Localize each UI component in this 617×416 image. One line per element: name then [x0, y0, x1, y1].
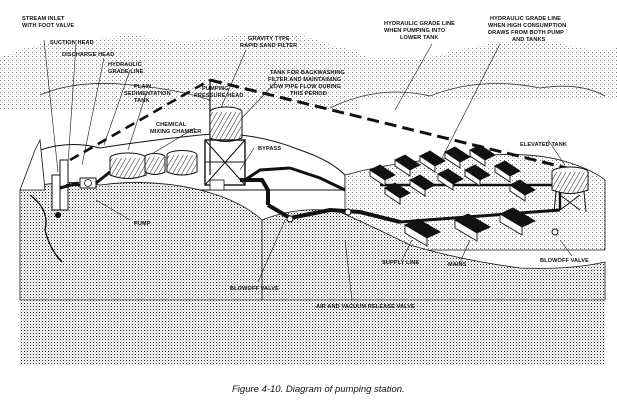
- filter-tower-icon: [204, 106, 246, 191]
- pump-icon: [79, 177, 97, 189]
- label-chem-mix-1: CHEMICAL: [156, 122, 187, 128]
- cylinder-tank-icon: [109, 150, 198, 179]
- label-hydraulic-grade-1: HYDRAULIC: [108, 62, 142, 68]
- label-gravity-filter-2: RAPID SAND FILTER: [240, 43, 297, 49]
- label-discharge-head: DISCHARGE HEAD: [62, 52, 114, 58]
- label-hgl-high-2: WHEN HIGH CONSUMPTION: [488, 23, 566, 29]
- label-elevated-tank: ELEVATED TANK: [520, 142, 567, 148]
- label-bypass: BYPASS: [258, 146, 281, 152]
- label-hydraulic-grade-2: GRADE LINE: [108, 69, 144, 75]
- label-tank-backwash-2: FILTER AND MAINTAINING: [268, 77, 341, 83]
- label-hgl-high-3: DRAWS FROM BOTH PUMP: [488, 30, 564, 36]
- label-mains: MAINS: [448, 262, 467, 268]
- label-supply-line: SUPPLY LINE: [382, 260, 419, 266]
- leader-lines: [43, 39, 573, 301]
- label-tank-backwash-1: TANK FOR BACKWASHING: [270, 70, 345, 76]
- diagram-labels: STREAM INLET WITH FOOT VALVE SUCTION HEA…: [22, 16, 589, 310]
- label-plain-sed-2: SEDIMENTATION: [124, 91, 171, 97]
- label-chem-mix-2: MIXING CHAMBER: [150, 129, 201, 135]
- water-tower-icon: [551, 166, 589, 213]
- pipelines: [59, 166, 562, 224]
- label-suction-head: SUCTION HEAD: [50, 40, 94, 46]
- label-plain-sed-1: PLAIN: [134, 84, 151, 90]
- label-plain-sed-3: TANK: [134, 98, 150, 104]
- figure-caption: Figure 4-10. Diagram of pumping station.: [232, 384, 405, 395]
- label-stream-inlet-1: STREAM INLET: [22, 16, 65, 22]
- label-hgl-lower-3: LOWER TANK: [400, 35, 439, 41]
- label-tank-backwash-4: THIS PERIOD: [290, 91, 327, 97]
- valve-icon: [286, 208, 559, 236]
- label-pump: PUMP: [134, 221, 151, 227]
- label-hgl-high-4: AND TANKS: [512, 37, 546, 43]
- label-pumping-pressure-2: PRESSURE HEAD: [194, 93, 243, 99]
- label-blowoff-valve-right: BLOWOFF VALVE: [540, 258, 589, 264]
- label-gravity-filter-1: GRAVITY TYPE: [248, 36, 290, 42]
- label-tank-backwash-3: LOW PIPE FLOW DURING: [270, 84, 341, 90]
- label-stream-inlet-2: WITH FOOT VALVE: [22, 23, 74, 29]
- label-hgl-lower-2: WHEN PUMPING INTO: [384, 28, 446, 34]
- label-hgl-lower-1: HYDRAULIC GRADE LINE: [384, 21, 455, 27]
- label-air-vacuum: AIR AND VACUUM RELEASE VALVE: [316, 304, 415, 310]
- label-blowoff-valve-left: BLOWOFF VALVE: [230, 286, 279, 292]
- label-pumping-pressure-1: PUMPING: [202, 86, 229, 92]
- background-hills: [0, 34, 617, 110]
- label-hgl-high-1: HYDRAULIC GRADE LINE: [490, 16, 561, 22]
- barracks-building-icon: [369, 144, 536, 247]
